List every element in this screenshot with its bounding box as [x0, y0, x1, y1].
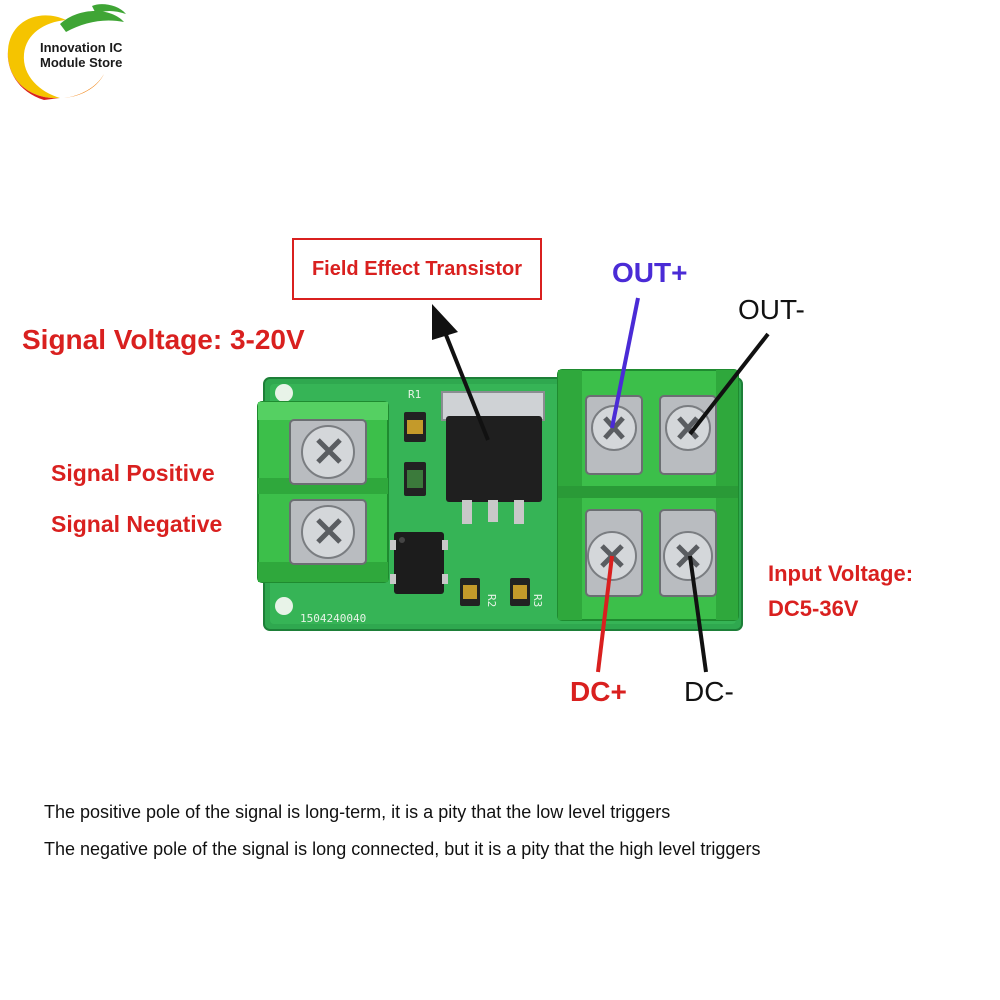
out-plus-label: OUT+ — [612, 257, 688, 288]
out-plus-pointer — [610, 297, 640, 429]
mosfet-transistor — [441, 391, 545, 524]
out-minus-pointer — [688, 332, 770, 436]
out-minus-label: OUT- — [738, 294, 805, 325]
store-logo-text: Innovation IC Module Store — [40, 40, 123, 70]
input-voltage-label: Input Voltage: — [768, 561, 914, 586]
fet-label-box — [292, 238, 542, 300]
signal-positive-label: Signal Positive — [51, 460, 215, 486]
pcb-silkscreen: 1504240040 — [300, 612, 366, 625]
signal-negative-label: Signal Negative — [51, 511, 223, 537]
dc-minus-pointer — [688, 555, 708, 673]
fet-label: Field Effect Transistor — [311, 258, 523, 280]
note-positive-pole: The positive pole of the signal is long-… — [44, 802, 671, 822]
note-negative-pole: The negative pole of the signal is long … — [44, 839, 761, 859]
signal-terminal-block — [257, 401, 389, 583]
svg-text:R2: R2 — [485, 594, 498, 607]
dc-plus-label: DC+ — [570, 676, 627, 707]
input-voltage-range: DC5-36V — [768, 596, 859, 621]
svg-text:R3: R3 — [531, 594, 544, 607]
optocoupler — [394, 532, 444, 594]
dc-plus-pointer — [596, 555, 614, 673]
signal-voltage-label: Signal Voltage: 3-20V — [22, 324, 305, 355]
dc-minus-label: DC- — [684, 676, 734, 707]
mount-hole — [275, 384, 293, 402]
mount-hole — [275, 597, 293, 615]
fet-arrow — [432, 304, 490, 441]
svg-text:R1: R1 — [408, 388, 421, 401]
store-logo — [7, 4, 126, 100]
